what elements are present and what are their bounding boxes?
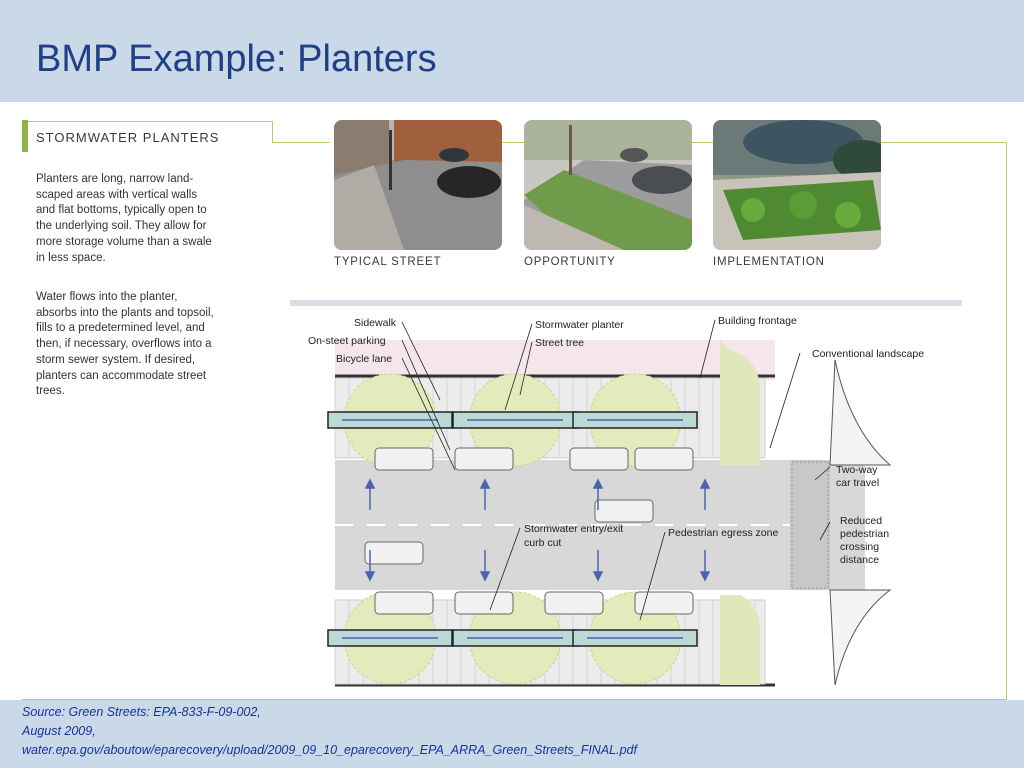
label-reduced-1: Reduced bbox=[840, 515, 882, 527]
label-conventional-landscape: Conventional landscape bbox=[812, 348, 924, 360]
label-two-way-2: car travel bbox=[836, 477, 879, 489]
label-sidewalk: Sidewalk bbox=[354, 317, 397, 329]
photo-caption-implementation: IMPLEMENTATION bbox=[713, 256, 825, 268]
photo-caption-opportunity: OPPORTUNITY bbox=[524, 256, 616, 268]
label-reduced-4: distance bbox=[840, 554, 879, 566]
frame-line-edge bbox=[1006, 142, 1007, 700]
photo-caption-typical-street: TYPICAL STREET bbox=[334, 256, 442, 268]
label-entry-exit-2: curb cut bbox=[524, 537, 561, 549]
frame-line-top bbox=[28, 121, 272, 122]
frame-line-left bbox=[22, 120, 28, 152]
figure-heading: STORMWATER PLANTERS bbox=[36, 130, 220, 145]
source-line-2: August 2009, bbox=[22, 724, 96, 738]
slide-title: BMP Example: Planters bbox=[36, 38, 437, 80]
label-stormwater-planter: Stormwater planter bbox=[535, 319, 624, 331]
source-line-1: Source: Green Streets: EPA-833-F-09-002, bbox=[22, 705, 261, 719]
photo-typical-street bbox=[334, 120, 502, 250]
source-link[interactable]: water.epa.gov/aboutow/eparecovery/upload… bbox=[22, 743, 637, 757]
frame-line-right-vert bbox=[272, 121, 273, 143]
planter-plan-diagram: Sidewalk On-steet parking Bicycle lane S… bbox=[290, 300, 962, 687]
label-street-tree: Street tree bbox=[535, 337, 584, 349]
description-paragraph-1: Planters are long, narrow land-scaped ar… bbox=[36, 173, 212, 264]
description-paragraph-2: Water flows into the planter, absorbs in… bbox=[36, 291, 214, 398]
label-building-frontage: Building frontage bbox=[718, 315, 797, 327]
frame-line-mid bbox=[272, 142, 330, 143]
label-reduced-2: pedestrian bbox=[840, 528, 889, 540]
label-reduced-3: crossing bbox=[840, 541, 879, 553]
photo-opportunity bbox=[524, 120, 692, 250]
photo-implementation bbox=[713, 120, 881, 250]
label-entry-exit-1: Stormwater entry/exit bbox=[524, 523, 623, 535]
source-citation: Source: Green Streets: EPA-833-F-09-002,… bbox=[22, 703, 637, 760]
frame-line-bottom bbox=[22, 699, 1007, 700]
label-bicycle-lane: Bicycle lane bbox=[336, 353, 392, 365]
label-on-street-parking: On-steet parking bbox=[308, 335, 386, 347]
label-two-way-1: Two-way bbox=[836, 464, 878, 476]
label-pedestrian-egress: Pedestrian egress zone bbox=[668, 527, 778, 539]
